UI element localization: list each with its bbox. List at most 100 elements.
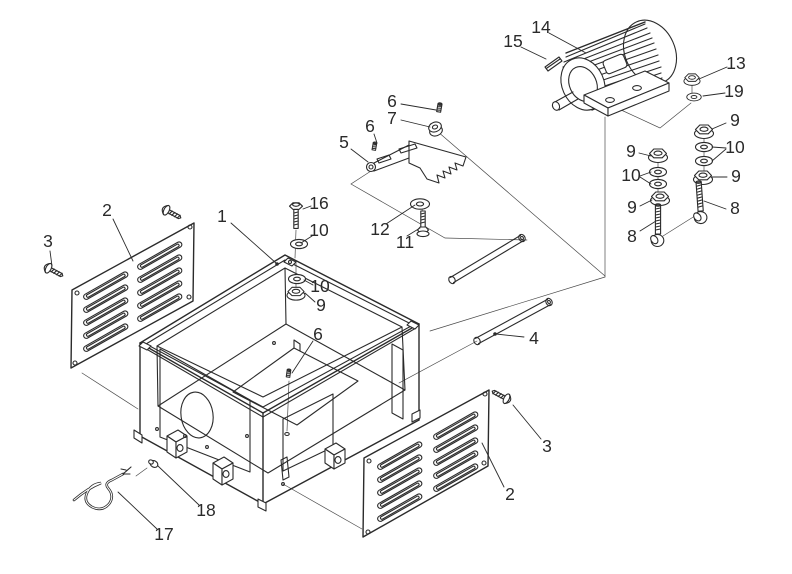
leader-line bbox=[157, 465, 200, 506]
callout-9: 9 bbox=[627, 197, 637, 217]
power-cord bbox=[72, 466, 132, 511]
callout-9: 9 bbox=[730, 110, 740, 130]
leader-line bbox=[520, 46, 547, 60]
bracket-bolt bbox=[416, 210, 430, 238]
nut-9 bbox=[649, 191, 671, 207]
callout-19: 19 bbox=[724, 81, 743, 101]
nut-9 bbox=[693, 124, 715, 140]
washer-19 bbox=[686, 92, 702, 102]
callout-10: 10 bbox=[309, 220, 329, 240]
leader-line bbox=[49, 250, 53, 267]
callout-9: 9 bbox=[626, 141, 636, 161]
panel-screw-top bbox=[159, 203, 184, 224]
mount-bracket bbox=[365, 140, 467, 184]
leader-line bbox=[702, 92, 726, 97]
callout-9: 9 bbox=[731, 166, 741, 186]
support-rod-upper bbox=[448, 233, 526, 285]
leader-line bbox=[385, 204, 416, 225]
leader-line bbox=[495, 333, 525, 338]
leader-line bbox=[117, 491, 158, 530]
mounting-block bbox=[324, 442, 346, 470]
callout-18: 18 bbox=[196, 500, 215, 520]
leader-line bbox=[639, 176, 652, 185]
panel-screw-left bbox=[41, 261, 66, 282]
washer-10 bbox=[648, 178, 668, 190]
leader-line bbox=[703, 200, 727, 210]
callout-5: 5 bbox=[339, 132, 349, 152]
panel-screw-right bbox=[489, 385, 514, 406]
set-screw-interior bbox=[285, 368, 292, 378]
callout-10: 10 bbox=[621, 165, 641, 185]
callout-6: 6 bbox=[313, 324, 323, 344]
leader-line bbox=[512, 404, 542, 440]
nut-13 bbox=[683, 73, 701, 86]
leader-line bbox=[303, 279, 314, 286]
leader-line bbox=[302, 205, 312, 210]
leader-line bbox=[711, 122, 727, 130]
leader-line bbox=[639, 199, 653, 207]
leader-line bbox=[350, 148, 369, 163]
callout-14: 14 bbox=[531, 17, 551, 37]
mounting-block bbox=[212, 456, 234, 486]
callout-2: 2 bbox=[505, 484, 515, 504]
leader-line bbox=[639, 220, 657, 232]
motor-key bbox=[544, 56, 563, 72]
stand-body bbox=[133, 254, 421, 512]
callout-13: 13 bbox=[726, 53, 745, 73]
callout-9: 9 bbox=[316, 295, 326, 315]
callout-16: 16 bbox=[309, 193, 328, 213]
leader-line bbox=[373, 133, 378, 144]
mounting-block bbox=[166, 429, 188, 459]
callout-3: 3 bbox=[542, 436, 552, 456]
leader-line bbox=[300, 235, 313, 244]
bracket-washer bbox=[409, 198, 431, 210]
washer-10-under bbox=[287, 273, 307, 285]
callout-12: 12 bbox=[370, 219, 389, 239]
callout-6: 6 bbox=[387, 91, 397, 111]
leader-line bbox=[230, 222, 277, 264]
leader-line bbox=[711, 146, 727, 149]
nut-9-under bbox=[286, 286, 306, 301]
leader-line bbox=[406, 227, 421, 237]
leader-line bbox=[304, 292, 316, 303]
top-bolt bbox=[288, 202, 304, 229]
leader-line bbox=[711, 148, 727, 162]
leader-line bbox=[112, 218, 134, 262]
callout-10: 10 bbox=[310, 276, 330, 296]
leader-line bbox=[400, 119, 431, 128]
callout-2: 2 bbox=[102, 200, 112, 220]
washer-10 bbox=[694, 141, 714, 153]
leader-line bbox=[548, 32, 587, 54]
strain-relief-plug bbox=[135, 459, 159, 477]
drawing: 1223345666788999910101010911121314151617… bbox=[41, 17, 746, 544]
callout-layer: 1223345666788999910101010911121314151617… bbox=[43, 17, 746, 544]
callout-1: 1 bbox=[217, 206, 227, 226]
leader-dot bbox=[493, 332, 497, 336]
callout-7: 7 bbox=[387, 108, 397, 128]
callout-11: 11 bbox=[396, 232, 414, 252]
leader-line bbox=[698, 66, 728, 80]
leader-line bbox=[400, 103, 437, 111]
callout-15: 15 bbox=[503, 31, 522, 51]
leader-line bbox=[638, 152, 652, 157]
callout-8: 8 bbox=[730, 198, 740, 218]
callout-4: 4 bbox=[529, 328, 539, 348]
callout-8: 8 bbox=[627, 226, 637, 246]
callout-6: 6 bbox=[365, 116, 375, 136]
shaft-collar bbox=[428, 121, 443, 137]
bolt-8 bbox=[648, 203, 665, 248]
leader-dot bbox=[275, 262, 279, 266]
leader-line bbox=[639, 171, 652, 177]
vent-panel-right bbox=[362, 389, 490, 538]
set-screw-left bbox=[371, 141, 378, 151]
callout-3: 3 bbox=[43, 231, 53, 251]
motor bbox=[551, 19, 678, 117]
leader-line bbox=[291, 340, 314, 374]
set-screw-top bbox=[436, 102, 443, 113]
washer-10 bbox=[694, 155, 714, 167]
support-rod-lower bbox=[473, 297, 553, 346]
washer-10 bbox=[648, 166, 668, 178]
leader-line bbox=[481, 442, 505, 488]
vent-panel-left bbox=[70, 222, 195, 369]
